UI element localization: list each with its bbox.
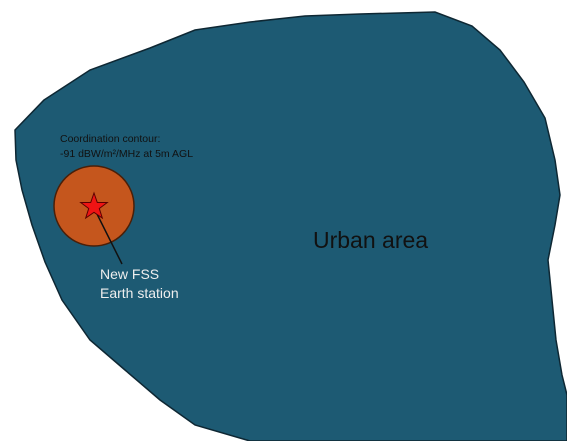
station-label-line1: New FSS [100,266,159,282]
station-pointer-line [94,209,123,265]
contour-label-line2: -91 dBW/m²/MHz at 5m AGL [60,148,193,160]
contour-label-line1: Coordination contour: [60,133,160,145]
station-label-line2: Earth station [100,285,179,301]
urban-area-label: Urban area [313,227,428,253]
star-icon [79,191,109,220]
urban-area-region [14,11,567,441]
